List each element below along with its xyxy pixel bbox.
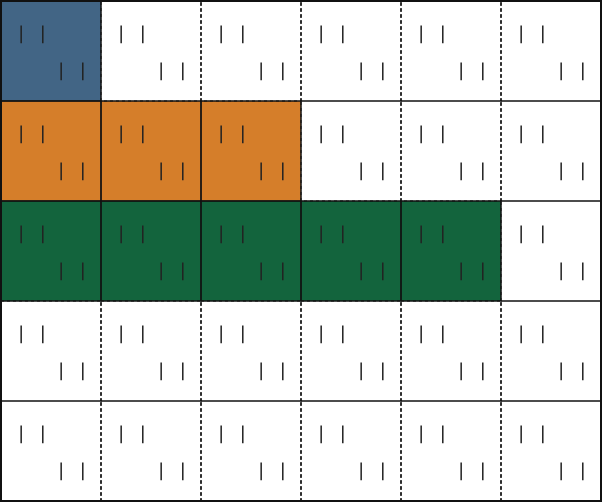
tally-mark-upper: | |: [316, 423, 349, 444]
tally-mark-upper: | |: [116, 423, 149, 444]
empty-cell: [501, 401, 601, 501]
tally-mark-lower: | |: [556, 60, 589, 81]
tally-mark-lower: | |: [56, 360, 89, 381]
tally-mark-upper: | |: [416, 423, 449, 444]
filled-cell: [301, 201, 401, 301]
tally-mark-upper: | |: [16, 23, 49, 44]
tally-mark-upper: | |: [416, 323, 449, 344]
filled-cell: [101, 101, 201, 201]
filled-cell: [101, 201, 201, 301]
empty-cell: [501, 101, 601, 201]
tally-mark-upper: | |: [116, 23, 149, 44]
tally-mark-upper: | |: [316, 23, 349, 44]
empty-cell: [301, 101, 401, 201]
tally-mark-upper: | |: [216, 223, 249, 244]
tally-mark-upper: | |: [416, 123, 449, 144]
tally-mark-upper: | |: [16, 123, 49, 144]
empty-cell: [1, 301, 101, 401]
tally-mark-upper: | |: [316, 323, 349, 344]
tally-mark-lower: | |: [456, 160, 489, 181]
tally-mark-lower: | |: [456, 60, 489, 81]
tally-mark-lower: | |: [456, 260, 489, 281]
tally-mark-upper: | |: [116, 123, 149, 144]
tally-mark-lower: | |: [356, 60, 389, 81]
tally-mark-lower: | |: [256, 460, 289, 481]
empty-cell: [401, 101, 501, 201]
empty-cell: [301, 401, 401, 501]
tally-mark-lower: | |: [256, 260, 289, 281]
tally-mark-lower: | |: [456, 360, 489, 381]
empty-cell: [201, 301, 301, 401]
tally-mark-lower: | |: [156, 60, 189, 81]
filled-cell: [201, 101, 301, 201]
tally-mark-lower: | |: [356, 260, 389, 281]
tally-mark-lower: | |: [56, 60, 89, 81]
tally-mark-lower: | |: [356, 360, 389, 381]
filled-cell: [1, 201, 101, 301]
tally-mark-upper: | |: [516, 423, 549, 444]
filled-cell: [1, 101, 101, 201]
filled-cell: [401, 201, 501, 301]
tally-mark-lower: | |: [256, 60, 289, 81]
tally-mark-upper: | |: [16, 323, 49, 344]
tally-mark-upper: | |: [416, 223, 449, 244]
tally-mark-upper: | |: [316, 223, 349, 244]
tally-mark-lower: | |: [56, 260, 89, 281]
tally-mark-lower: | |: [56, 460, 89, 481]
tally-mark-upper: | |: [216, 23, 249, 44]
tally-mark-upper: | |: [116, 323, 149, 344]
tally-mark-upper: | |: [16, 423, 49, 444]
tally-mark-lower: | |: [56, 160, 89, 181]
empty-cell: [301, 301, 401, 401]
empty-cell: [301, 1, 401, 101]
tally-mark-lower: | |: [156, 160, 189, 181]
tally-mark-lower: | |: [356, 160, 389, 181]
tally-marks: | | | | | | | | | | | | | | | | | | | | | | | | | | |…: [16, 23, 589, 481]
tally-mark-upper: | |: [16, 223, 49, 244]
tally-mark-upper: | |: [516, 123, 549, 144]
empty-cell: [501, 301, 601, 401]
tally-mark-lower: | |: [256, 160, 289, 181]
tally-mark-upper: | |: [216, 423, 249, 444]
tally-mark-lower: | |: [556, 260, 589, 281]
empty-cell: [401, 1, 501, 101]
tally-mark-upper: | |: [516, 223, 549, 244]
tally-mark-upper: | |: [516, 23, 549, 44]
tally-mark-lower: | |: [156, 360, 189, 381]
filled-cell: [1, 1, 101, 101]
empty-cell: [401, 301, 501, 401]
tally-mark-lower: | |: [156, 260, 189, 281]
tally-mark-upper: | |: [116, 223, 149, 244]
tally-mark-upper: | |: [416, 23, 449, 44]
tally-mark-lower: | |: [356, 460, 389, 481]
filled-cell: [201, 201, 301, 301]
empty-cell: [101, 301, 201, 401]
empty-cell: [101, 401, 201, 501]
empty-cell: [1, 401, 101, 501]
tally-mark-lower: | |: [556, 360, 589, 381]
tally-mark-upper: | |: [216, 323, 249, 344]
tally-mark-upper: | |: [316, 123, 349, 144]
empty-cell: [201, 1, 301, 101]
empty-cell: [501, 1, 601, 101]
tally-mark-lower: | |: [256, 360, 289, 381]
tally-mark-lower: | |: [556, 160, 589, 181]
empty-cell: [501, 201, 601, 301]
tally-mark-lower: | |: [556, 460, 589, 481]
empty-cell: [101, 1, 201, 101]
cell-border-solid: [400, 200, 502, 302]
tally-mark-upper: | |: [516, 323, 549, 344]
empty-cell: [401, 401, 501, 501]
tally-mark-upper: | |: [216, 123, 249, 144]
empty-cell: [201, 401, 301, 501]
tally-mark-lower: | |: [156, 460, 189, 481]
tally-mark-lower: | |: [456, 460, 489, 481]
